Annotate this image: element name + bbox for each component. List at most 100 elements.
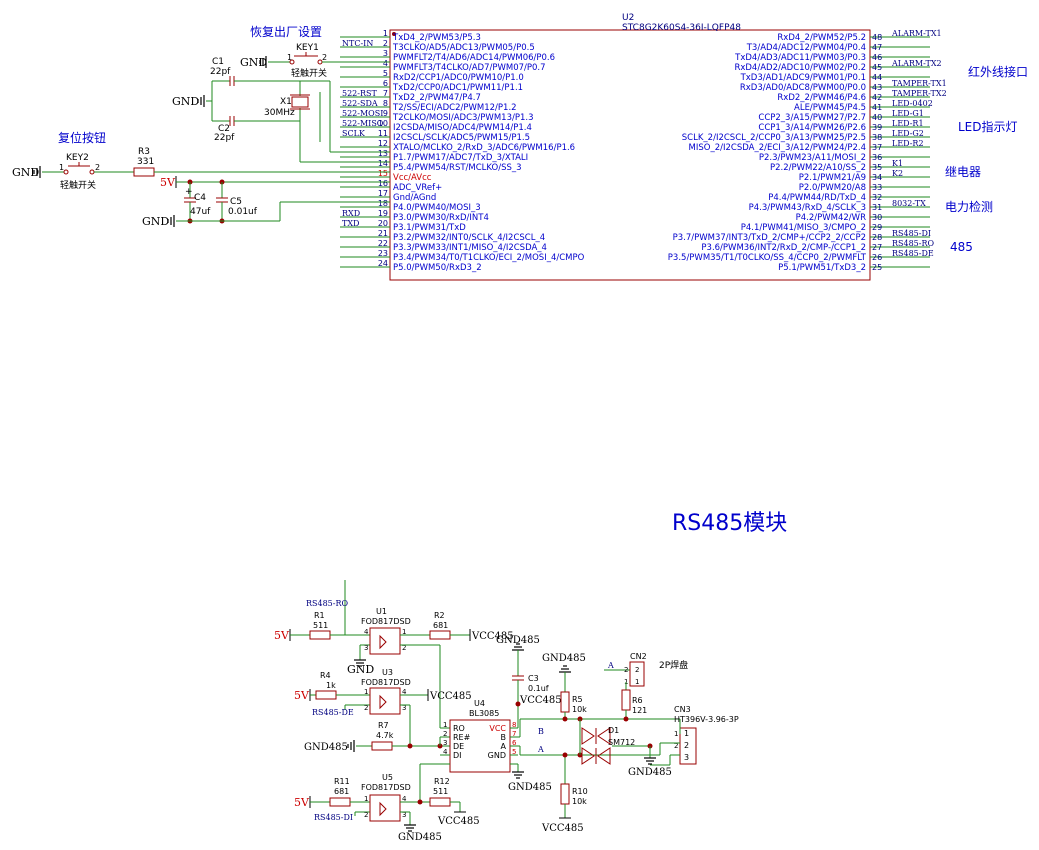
mcu-pin-number: 37 [872,143,882,152]
mcu-net-label: ALARM-TX1 [891,29,942,38]
svg-text:1: 1 [684,729,689,738]
mcu-pin-number: 18 [378,199,388,208]
u1-ref: U1 [376,607,387,616]
mcu-pin-name: MISO_2/I2CSDA_2/ECI_3/A12/PWM24/P2.4 [689,143,866,153]
svg-text:GND: GND [347,663,374,676]
mcu-pin-number: 43 [872,83,882,92]
cn2-desc: 2P焊盘 [659,659,688,671]
mcu-net-label: 522-MOSI [342,109,383,118]
mcu-pin-number: 10 [378,119,388,128]
cn3-part: HT396V-3.96-3P [674,715,739,724]
net-rs485-de: RS485-DE [312,708,354,717]
mcu-pin-name: P4.3/PWM43/RxD_4/SCLK_3 [749,203,866,213]
svg-text:A: A [607,661,614,670]
svg-text:2: 2 [95,163,100,172]
infrared-label: 红外线接口 [968,64,1028,79]
r4-ref: R4 [320,671,331,680]
mcu-pin-number: 13 [378,149,388,158]
decoupling-caps: 5V + C4 47uf C5 0.01uf GND [142,176,390,228]
mcu-pin-number: 33 [872,183,882,192]
mcu-net-label: LED-G1 [892,109,924,118]
mcu-pin-name: RxD4_2/PWM52/P5.2 [777,33,866,43]
r1-value: 511 [313,621,328,630]
mcu-pin-number: 29 [872,223,882,232]
mcu-pin-number: 39 [872,123,882,132]
u4-pin-name: RE# [453,733,471,742]
u5-part: FOD817DSD [361,783,411,792]
relay-label: 继电器 [945,165,981,179]
u4-pin-number: 3 [443,739,447,747]
svg-text:VCC485: VCC485 [429,691,472,702]
mcu-pin-number: 31 [872,203,882,212]
mcu-net-label: ALARM-TX2 [891,59,942,68]
mcu-pin-number: 5 [383,69,388,78]
rs485-annotation: 485 [950,240,973,254]
key1-desc: 轻触开关 [291,67,327,79]
mcu-net-label: NTC-IN [342,39,373,48]
key2-ref: KEY2 [66,153,89,163]
svg-text:2: 2 [364,811,368,819]
mcu-pin-number: 48 [872,33,882,42]
mcu-pin-number: 26 [872,253,882,262]
mcu-pin-name: P3.4/PWM34/T0/T1CLKO/ECI_2/MOSI_4/CMPO [393,253,585,263]
led-label: LED指示灯 [958,119,1018,134]
mcu-pin-name: P3.7/PWM37/INT3/TxD_2/CMP+/CCP2_2/CCP2 [673,233,866,243]
mcu-pin-number: 41 [872,103,882,112]
mcu-pin-number: 21 [378,229,388,238]
mcu-net-label: TAMPER-TX1 [892,79,947,88]
svg-text:2: 2 [684,741,689,750]
c5-ref: C5 [230,197,242,207]
r11-value: 681 [334,787,349,796]
u4-pin-name: VCC [489,724,506,733]
svg-text:2: 2 [322,53,327,62]
mcu-pin-name: TxD3/AD1/ADC9/PWM01/P0.1 [740,73,866,83]
mcu-pin-name: XTALO/MCLKO_2/RxD_3/ADC6/PWM16/P1.6 [393,143,575,153]
mcu-pin-number: 25 [872,263,882,272]
mcu-pin-number: 28 [872,233,882,242]
mcu-part: STC8G2K60S4-36I-LQFP48 [622,23,741,33]
mcu-pin-number: 12 [378,139,388,148]
net-rs485-di: RS485-DI [314,813,353,822]
r1-ref: R1 [314,611,325,620]
u3-part: FOD817DSD [361,678,411,687]
c2-ref: C2 [218,124,230,134]
svg-text:3: 3 [402,811,406,819]
r11-ref: R11 [334,777,350,786]
cn3-ref: CN3 [674,705,691,714]
svg-text:3: 3 [684,753,689,762]
svg-text:GND485: GND485 [304,742,348,753]
mcu-pin-name: P3.1/PWM31/TxD [393,223,466,233]
svg-text:GND485: GND485 [398,832,442,843]
mcu-pin-number: 20 [378,219,388,228]
mcu-pin-number: 44 [872,73,882,82]
mcu-pin-number: 17 [378,189,388,198]
svg-text:VCC485: VCC485 [437,816,480,827]
mcu-net-label: LED-R2 [892,139,924,148]
mcu-pin-number: 8 [383,99,388,108]
mcu-pin-name: TxD4/AD3/ADC11/PWM03/P0.3 [734,53,866,63]
svg-text:GND485: GND485 [628,767,672,778]
c5-value: 0.01uf [228,207,258,217]
u1-part: FOD817DSD [361,617,411,626]
mcu-pin-number: 1 [383,29,388,38]
mcu-pin-name: P2.3/PWM23/A11/MOSI_2 [759,153,866,163]
svg-text:2: 2 [674,742,678,750]
c1-value: 22pf [210,67,231,77]
svg-text:4: 4 [364,628,369,636]
mcu-pin-name: RxD2/CCP1/ADC0/PWM10/P1.0 [393,73,524,83]
svg-text:1: 1 [402,628,406,636]
mcu-pin-number: 2 [383,39,388,48]
mcu-net-label: LED-G2 [892,129,924,138]
mcu-pin-number: 36 [872,153,882,162]
mcu-pin-number: 24 [378,259,388,268]
svg-text:2: 2 [635,666,639,674]
mcu-pin-name: P5.0/PWM50/RxD3_2 [393,263,482,273]
mcu-pin-number: 15 [378,169,388,178]
net-rs485-ro: RS485-RO [306,599,349,608]
svg-text:GND485: GND485 [508,782,552,793]
u4-ref: U4 [474,699,485,708]
mcu-pin-number: 14 [378,159,388,168]
mcu-pin-name: P3.2/PWM32/INT0/SCLK_4/I2CSCL_4 [393,233,545,243]
